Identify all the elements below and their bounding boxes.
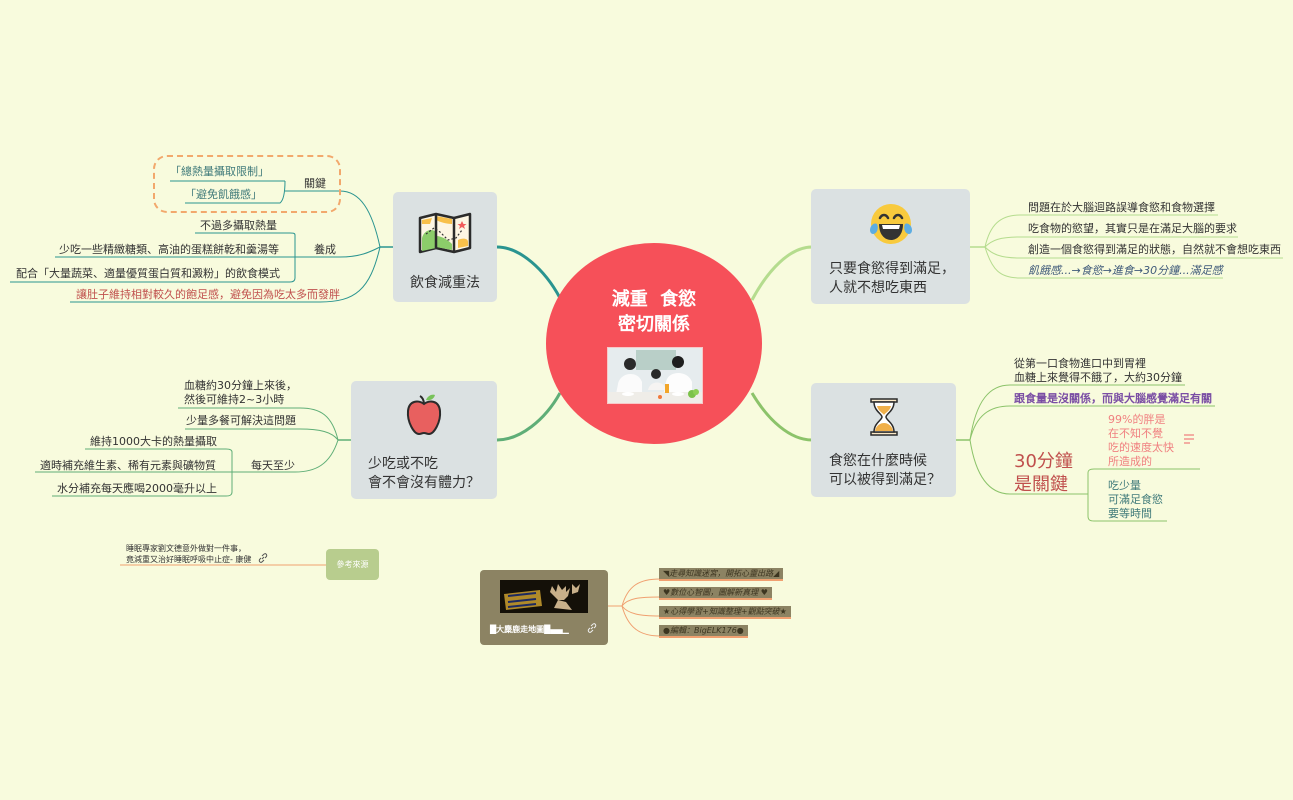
family-eating-photo: [607, 347, 703, 404]
brand-name: █大麋鹿走地圖█▄▄▁: [490, 625, 569, 634]
less-item-blood-sugar[interactable]: 血糖約30分鐘上來後， 然後可維持2~3小時: [184, 379, 297, 406]
brand-node[interactable]: █大麋鹿走地圖█▄▄▁: [480, 570, 608, 645]
topic-label: 只要食慾得到滿足， 人就不想吃東西: [829, 261, 955, 296]
satisfy-item-4[interactable]: 飢餓感...→食慾→進食→30分鐘...滿足感: [1028, 264, 1223, 277]
key-item-avoid-hunger[interactable]: 「避免飢餓感」: [185, 188, 262, 201]
less-item-small-meals[interactable]: 少量多餐可解決這問題: [186, 414, 296, 427]
reference-button[interactable]: 參考來源: [326, 549, 379, 580]
hourglass-icon: [869, 398, 899, 440]
daily-item-2[interactable]: 適時補充維生素、稀有元素與礦物質: [40, 459, 216, 472]
topic-label: 飲食減重法: [410, 275, 480, 291]
link-icon[interactable]: [587, 623, 597, 636]
folded-map-icon: [418, 212, 472, 258]
brand-tag-2[interactable]: ♥數位心智圖，圖解新真理 ♥: [659, 587, 772, 600]
topic-when-satisfied[interactable]: 食慾在什麼時候 可以被得到滿足？: [811, 383, 956, 497]
link-icon[interactable]: [258, 548, 268, 567]
topic-eat-less[interactable]: 少吃或不吃 會不會沒有體力？: [351, 381, 497, 499]
habit-item-3[interactable]: 配合「大量蔬菜、適量優質蛋白質和澱粉」的飲食模式: [16, 267, 280, 280]
satisfy-item-1[interactable]: 問題在於大腦迴路誤導食慾和食物選擇: [1028, 201, 1215, 214]
satisfy-item-2[interactable]: 吃食物的慾望，其實只是在滿足大腦的要求: [1028, 222, 1237, 235]
when-item-brain[interactable]: 跟食量是沒關係，而與大腦感覺滿足有關: [1014, 392, 1212, 405]
central-title: 減重 食慾 密切關係: [611, 289, 697, 335]
daily-label[interactable]: 每天至少: [251, 459, 295, 472]
topic-label: 食慾在什麼時候 可以被得到滿足？: [829, 453, 941, 488]
daily-item-1[interactable]: 維持1000大卡的熱量攝取: [90, 435, 217, 448]
apple-icon: [405, 394, 443, 440]
satisfy-item-3[interactable]: 創造一個食慾得到滿足的狀態，自然就不會想吃東西: [1028, 243, 1281, 256]
habit-item-1[interactable]: 不過多攝取熱量: [200, 219, 277, 232]
habit-item-2[interactable]: 少吃一些精緻糖類、高油的蛋糕餅乾和羹湯等: [59, 243, 279, 256]
key-item-total-calories[interactable]: 「總熱量攝取限制」: [170, 165, 269, 178]
reference-link-text[interactable]: 睡眠專家劉文德意外做對一件事， 竟減重又治好睡眠呼吸中止症- 康健: [126, 544, 252, 564]
when-item-30min[interactable]: 從第一口食物進口中到胃裡 血糖上來覺得不餓了，大約30分鐘: [1014, 357, 1182, 384]
brand-tag-1[interactable]: ◥走尋知識迷宮，開拓心靈出路◢: [659, 568, 784, 581]
topic-satisfy[interactable]: 只要食慾得到滿足， 人就不想吃東西: [811, 189, 970, 304]
topic-diet-method[interactable]: 飲食減重法: [393, 192, 497, 302]
notes-icon[interactable]: [1183, 434, 1195, 446]
diet-note[interactable]: 讓肚子維持相對較久的飽足感，避免因為吃太多而發胖: [76, 288, 340, 301]
key-boundary: [153, 155, 341, 213]
key-label[interactable]: 關鍵: [304, 177, 326, 190]
key30-label[interactable]: 30分鐘 是關鍵: [1014, 451, 1073, 495]
brand-tag-4[interactable]: ●編輯：BigELK176●: [659, 625, 748, 638]
key30-item-wait[interactable]: 吃少量 可滿足食慾 要等時間: [1108, 479, 1163, 520]
daily-item-3[interactable]: 水分補充每天應喝2000毫升以上: [57, 482, 217, 495]
topic-label: 少吃或不吃 會不會沒有體力？: [368, 456, 480, 491]
key30-item-eating-speed[interactable]: 99%的胖是 在不知不覺 吃的速度太快 所造成的: [1108, 413, 1174, 468]
central-topic[interactable]: 減重 食慾 密切關係: [546, 243, 762, 444]
habit-label[interactable]: 養成: [314, 243, 336, 256]
brand-tag-3[interactable]: ★心得學習+知識整理+觀點突破★: [659, 606, 791, 619]
laughing-tears-emoji-icon: [868, 202, 914, 250]
elk-logo-banner: [500, 580, 588, 613]
